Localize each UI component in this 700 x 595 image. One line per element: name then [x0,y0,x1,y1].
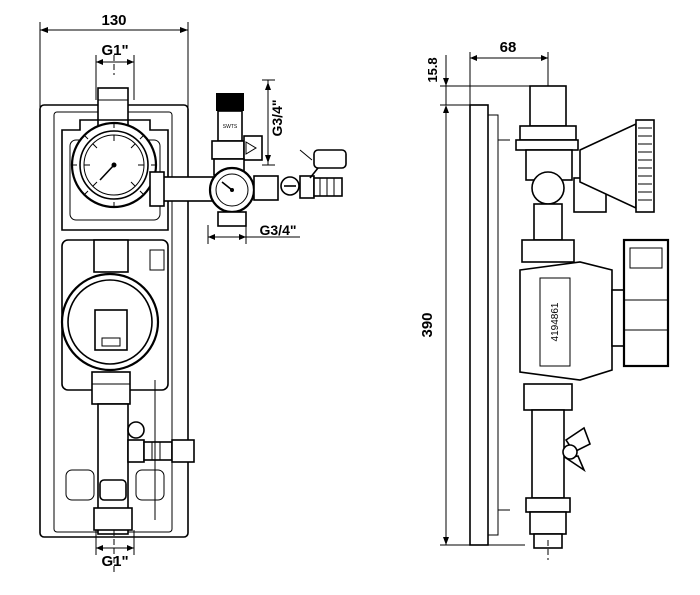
width-dimension: 130 [39,12,189,110]
pump-control-box [622,238,670,368]
valve-thread-horizontal-label: G3/4" [260,222,297,238]
depth-dimension: 68 [469,39,549,110]
width-dim-label: 130 [101,12,126,29]
valve-thread-vertical-dim: G3/4" [262,79,285,166]
drain-valve-bottom [127,421,195,463]
top-offset-dimension: 15.8 [425,55,530,113]
wing-nut [562,426,592,473]
depth-dim-label: 68 [500,39,517,56]
front-view: 130 G1" [39,12,347,575]
thermometer-side [579,119,655,213]
svg-text:SWTS: SWTS [223,124,238,130]
height-dimension: 390 [419,113,525,546]
height-dim-label: 390 [419,312,436,337]
pressure-gauge [208,166,256,227]
thermometer-dial [70,121,158,209]
bottom-thread-dimension: G1" [95,530,135,575]
valve-thread-vertical-label: G3/4" [269,100,285,137]
pump-code-label: 4194861 [550,302,561,341]
bottom-thread-label: G1" [101,553,128,570]
pump-front [60,239,160,405]
side-top-pipe [529,85,567,127]
top-thread-label: G1" [101,42,128,59]
top-offset-label: 15.8 [425,57,440,82]
front-top-pipe [97,87,129,129]
side-back-plate [469,104,489,546]
side-view: 68 15.8 390 [419,39,670,560]
top-thread-dimension: G1" [95,42,135,100]
front-insulation-top [61,119,169,231]
drain-valve-top [253,149,347,201]
side-bottom-pipe [531,409,565,499]
valve-thread-horizontal-dim: G3/4" [207,222,300,244]
safety-valve: SWTS [211,93,263,176]
pump-side: 4194861 [519,261,635,381]
